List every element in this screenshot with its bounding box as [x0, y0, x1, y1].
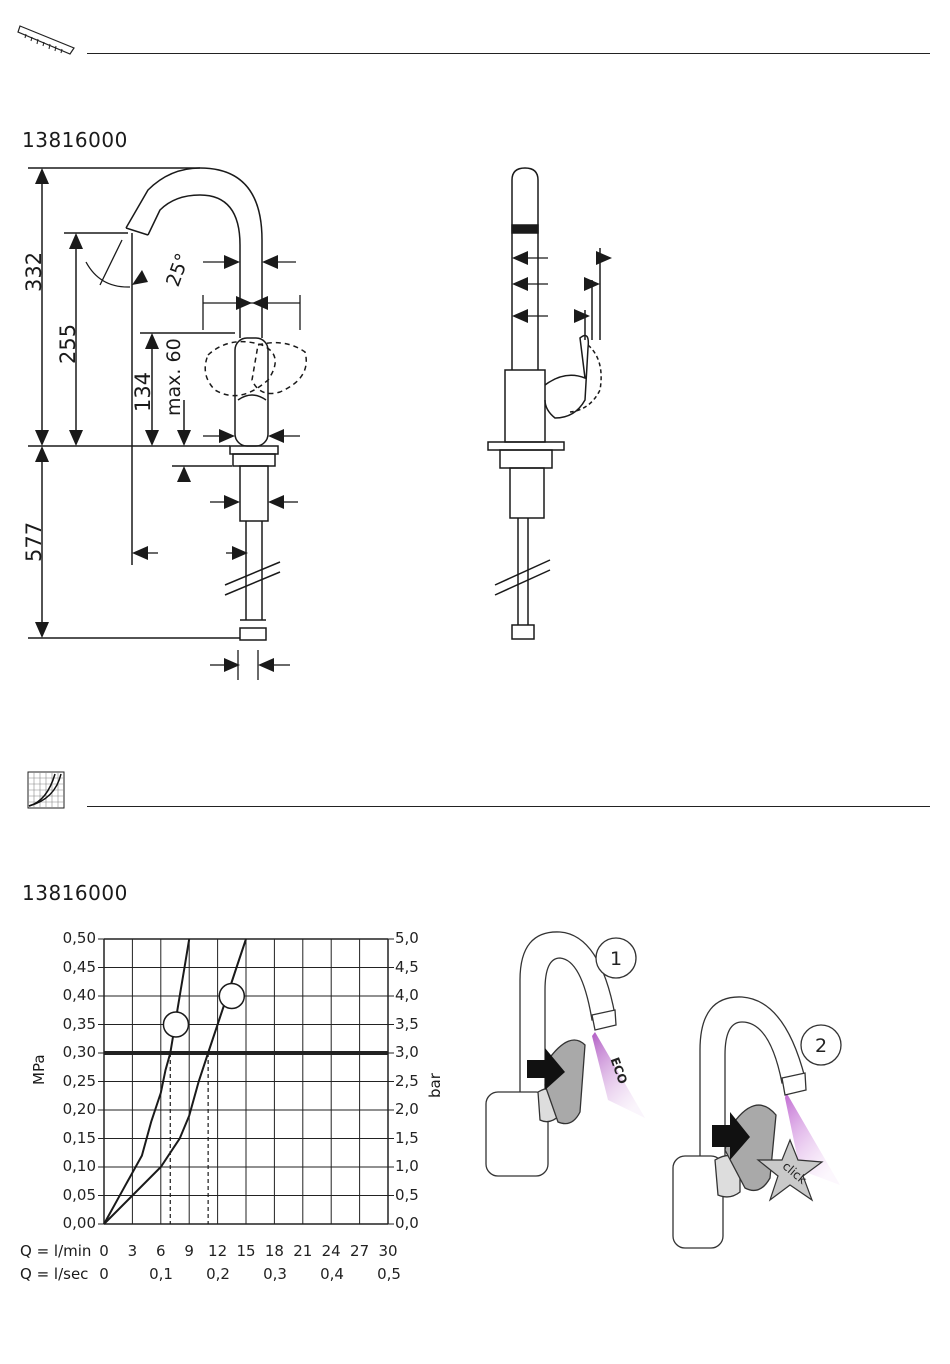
- mpa-tick-label: 0,35: [36, 1015, 96, 1033]
- faucet-step-1: 1 ECO: [486, 932, 645, 1176]
- bar-tick-label: 4,0: [395, 986, 419, 1004]
- mpa-tick-label: 0,45: [36, 958, 96, 976]
- bar-tick-label: 1,0: [395, 1157, 419, 1175]
- step1-number: 1: [610, 948, 622, 970]
- x-lsec-tick-label: 0: [79, 1265, 129, 1283]
- x-lsec-tick-label: 0,2: [193, 1265, 243, 1283]
- mpa-tick-label: 0,20: [36, 1100, 96, 1118]
- bar-tick-label: 1,5: [395, 1129, 419, 1147]
- bar-axis-label: bar: [426, 1073, 444, 1098]
- flow-marker-1: [163, 1012, 188, 1037]
- mpa-tick-label: 0,15: [36, 1129, 96, 1147]
- mpa-tick-label: 0,10: [36, 1157, 96, 1175]
- bar-tick-label: 2,5: [395, 1072, 419, 1090]
- bar-tick-label: 5,0: [395, 929, 419, 947]
- step2-number: 2: [815, 1035, 827, 1057]
- eco-click-illustration: 1 ECO click 2: [480, 920, 860, 1260]
- bar-tick-label: 4,5: [395, 958, 419, 976]
- bar-tick-label: 0,5: [395, 1186, 419, 1204]
- x-lsec-tick-label: 0,3: [250, 1265, 300, 1283]
- x-lsec-tick-label: 0,5: [364, 1265, 414, 1283]
- bar-tick-label: 0,0: [395, 1214, 419, 1232]
- mpa-tick-label: 0,00: [36, 1214, 96, 1232]
- x-lsec-tick-label: 0,1: [136, 1265, 186, 1283]
- bar-tick-label: 3,0: [395, 1043, 419, 1061]
- x-lsec-tick-label: 0,4: [307, 1265, 357, 1283]
- mpa-tick-label: 0,40: [36, 986, 96, 1004]
- x-lmin-tick-label: 30: [363, 1242, 413, 1260]
- bar-tick-label: 2,0: [395, 1100, 419, 1118]
- bar-tick-label: 3,5: [395, 1015, 419, 1033]
- mpa-tick-label: 0,50: [36, 929, 96, 947]
- flow-marker-2: [219, 984, 244, 1009]
- mpa-tick-label: 0,05: [36, 1186, 96, 1204]
- faucet-step-2: click 2: [673, 997, 841, 1248]
- mpa-axis-label: MPa: [30, 1054, 48, 1085]
